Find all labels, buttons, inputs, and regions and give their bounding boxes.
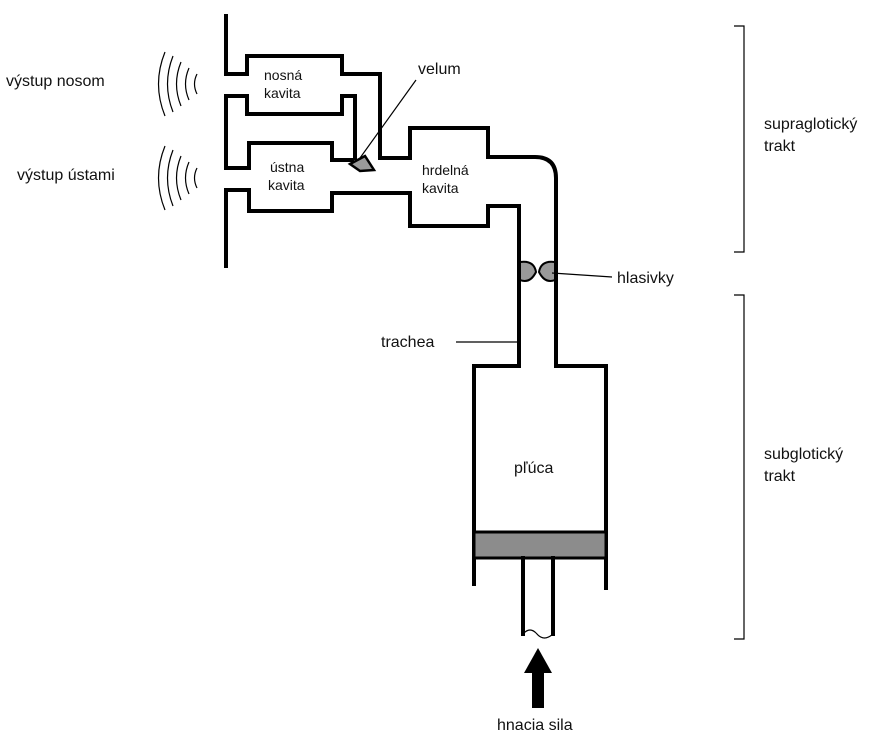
oral-cavity-label-1: ústna [270,159,304,175]
piston-rod [521,556,555,636]
nasal-output-label: výstup nosom [6,73,105,90]
oral-cavity-walls [224,141,354,170]
oral-cavity-floor [224,188,521,408]
nasal-cavity-floor [224,94,357,160]
nasal-cavity-label-1: nosná [264,67,302,83]
oral-output-label: výstup ústami [17,167,115,184]
trachea-label: trachea [381,334,434,351]
supraglottal-brace [734,25,745,253]
piston-rod-end [522,629,554,639]
supraglottal-tract-label-2: trakt [764,138,796,155]
vocal-folds-label: hlasivky [617,270,674,287]
nasal-cavity-label-2: kavita [264,85,301,101]
vocal-folds-leader [551,272,613,278]
pharyngeal-cavity-label-2: kavita [422,180,459,196]
subglottal-brace [734,294,745,640]
oral-sound-waves [157,145,198,211]
lungs-chamber [472,404,608,590]
subglottal-tract-label-2: trakt [764,468,796,485]
piston-plate [472,530,608,560]
velum-label: velum [418,61,461,78]
nasal-cavity-walls [224,54,382,160]
vocal-folds [519,260,556,282]
nasal-sound-waves [157,51,198,117]
supraglottal-tract-label-1: supraglotický [764,116,857,133]
subglottal-tract-label-1: subglotický [764,446,843,463]
pharyngeal-cavity-walls [378,126,608,408]
lungs-label: pľúca [514,460,553,477]
driving-force-arrow [524,648,552,708]
velum-leader [359,79,417,159]
pharyngeal-cavity-label-1: hrdelná [422,162,469,178]
oral-cavity-label-2: kavita [268,177,305,193]
driving-force-label: hnacia sila [497,717,573,734]
velum-flap [347,154,377,173]
